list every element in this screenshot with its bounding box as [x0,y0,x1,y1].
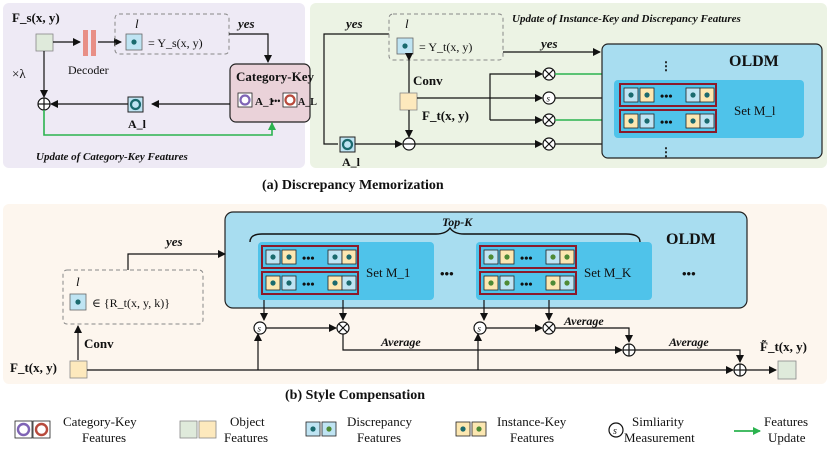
object-source-box [35,33,54,52]
vertical-dots-bottom: ⋮ [660,145,672,159]
set-ml-row1 [619,83,717,107]
average-2: Average [563,314,604,328]
caption-b: (b) Style Compensation [285,388,425,403]
yes-right1-label: yes [344,16,363,31]
oldm-label-b: OLDM [666,231,716,248]
row2-ellipsis: ••• [660,115,673,129]
fs-label: F_s(x, y) [12,10,60,25]
set-m1-label: Set M_1 [366,265,410,280]
al-right-label: A_l [342,155,361,169]
l-right-label: l [405,16,409,31]
label-box-b [62,269,204,325]
oldm-label-a: OLDM [729,53,779,70]
topk-label: Top-K [442,215,473,229]
mk-row2-ellipsis: ••• [520,277,533,291]
yes-b-label: yes [164,234,183,249]
set-m1-row2 [261,271,359,295]
output-box [777,360,797,380]
object-target-box-b [69,360,88,379]
average-1: Average [380,335,421,349]
yes-right2-label: yes [539,36,558,51]
times-lambda-label: ×λ [12,66,26,81]
legend-object-green [179,420,198,439]
legend: Category-Key Features Object Features Di… [14,414,808,445]
s-node-a: s [547,94,551,104]
s-node-b1: s [258,324,262,334]
average-3: Average [668,335,709,349]
legend-category-line1: Category-Key [63,414,137,429]
set-dots-middle: ••• [440,266,454,281]
s-node-b2: s [478,324,482,334]
yes-left-label: yes [236,16,255,31]
category-key-label: Category-Key [236,69,314,84]
legend-update-line2: Update [768,430,806,445]
legend-object-line2: Features [224,430,268,445]
set-m1-row1 [261,245,359,269]
row1-ellipsis: ••• [660,89,673,103]
mk-row1-ellipsis: ••• [520,251,533,265]
set-mk-row2 [479,271,577,295]
conv-label-b: Conv [84,336,114,351]
legend-discrepancy-line2: Features [357,430,401,445]
rt-label: ∈ {R_t(x, y, k)} [92,296,170,310]
legend-similarity-line1: Simliarity [632,414,685,429]
object-target-box-a [399,92,418,111]
a1-label: A_1 [255,96,274,108]
set-ml-row2 [619,109,717,133]
legend-s-glyph: s [613,426,617,437]
legend-update-line1: Features [764,414,808,429]
al-big-label: A_L [298,97,317,108]
legend-category-line2: Features [82,430,126,445]
ft-label-b: F_t(x, y) [10,360,57,375]
yt-label: = Y_t(x, y) [419,40,472,54]
legend-similarity-line2: Measurement [624,430,695,445]
label-box-target [388,13,504,61]
ft-tilde-label: F̃_t(x, y) [760,339,807,354]
ft-label-a: F_t(x, y) [422,108,469,123]
legend-instance-line2: Features [510,430,554,445]
set-mk-row1 [479,245,577,269]
update-category-label: Update of Category-Key Features [36,151,188,163]
legend-instance-line1: Instance-Key [497,414,567,429]
m1-row2-ellipsis: ••• [302,277,315,291]
legend-discrepancy-line1: Discrepancy [347,414,412,429]
set-ml-label: Set M_l [734,103,776,118]
set-mk-label: Set M_K [584,265,632,280]
conv-label-a: Conv [413,73,443,88]
al-small-label: A_l [128,117,147,131]
ys-label: = Y_s(x, y) [148,36,203,50]
legend-object-yellow [198,420,217,439]
vertical-dots-top: ⋮ [660,59,672,73]
decoder-block-2 [91,30,96,56]
decoder-label: Decoder [68,63,109,77]
m1-row1-ellipsis: ••• [302,251,315,265]
legend-object-line1: Object [230,414,265,429]
l-top-label: l [135,16,139,31]
update-instance-label: Update of Instance-Key and Discrepancy F… [512,13,741,25]
decoder-block-1 [83,30,88,56]
caption-a: (a) Discrepancy Memorization [262,178,444,193]
set-dots-right: ••• [682,266,696,281]
category-ellipsis: ••• [271,96,280,106]
l-b-label: l [76,274,80,289]
